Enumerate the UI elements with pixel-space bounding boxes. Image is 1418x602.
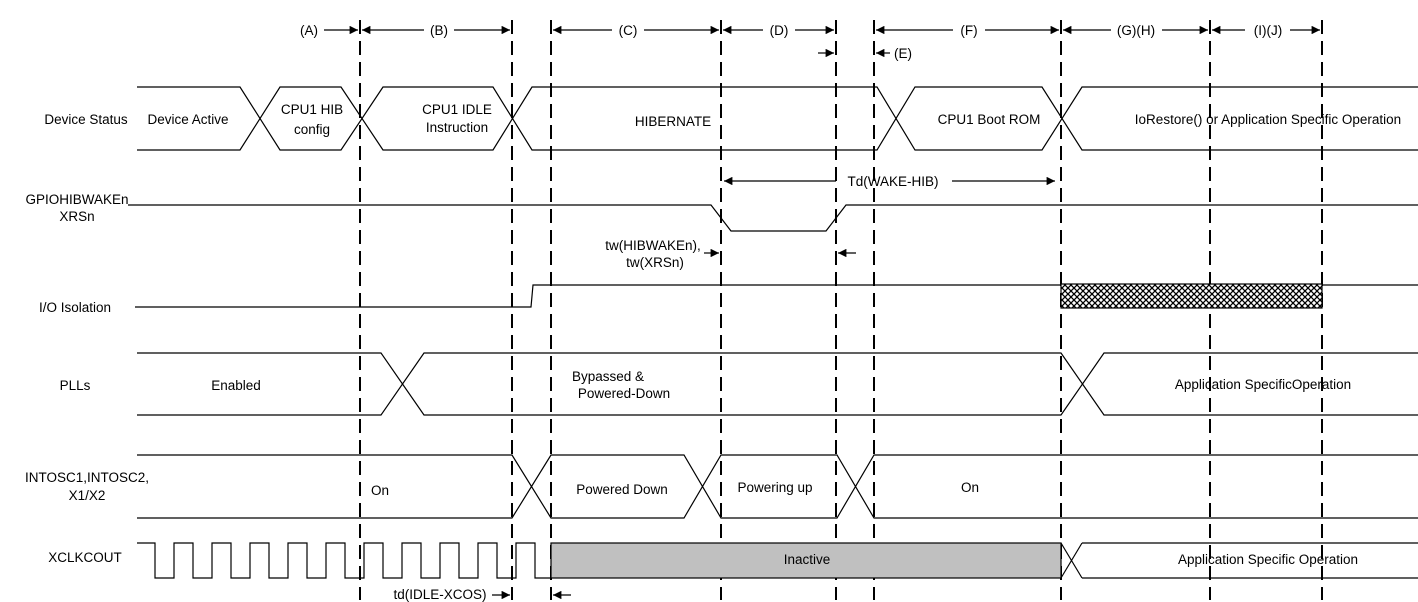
intosc-state: Powered Down — [576, 482, 668, 497]
plls-state: Bypassed & — [572, 369, 644, 384]
td-idle-xcos-label: td(IDLE-XCOS) — [393, 587, 486, 602]
xclkcout-inactive-region — [550, 542, 1062, 579]
io-isolation-label: I/O Isolation — [39, 300, 111, 315]
intosc-label-line1: INTOSC1,INTOSC2, — [25, 470, 149, 485]
intosc-waveform: On Powered Down Powering up On — [137, 454, 1418, 519]
intosc-state: On — [961, 480, 979, 495]
xclkcout-waveform: Inactive Application Specific Operation — [137, 542, 1418, 579]
tw-xrsn-label: tw(XRSn) — [626, 255, 684, 270]
gpio-label-line1: GPIOHIBWAKEn — [25, 192, 128, 207]
intosc-state: Powering up — [737, 480, 812, 495]
io-isolation-waveform — [135, 283, 1418, 309]
phase-markers: (A) (B) (C) (D) (E) (F) (G)(H) (I)(J) — [300, 23, 1320, 61]
device-status-state: CPU1 HIB — [281, 102, 343, 117]
td-wake-hib-label: Td(WAKE-HIB) — [848, 174, 939, 189]
device-status-state: CPU1 Boot ROM — [938, 112, 1041, 127]
intosc-label-line2: X1/X2 — [69, 488, 106, 503]
plls-state: Enabled — [211, 378, 261, 393]
td-wake-hib-annotation: Td(WAKE-HIB) — [724, 174, 1055, 189]
xclkcout-state: Application Specific Operation — [1178, 552, 1358, 567]
plls-state: Application SpecificOperation — [1175, 377, 1351, 392]
device-status-state: CPU1 IDLE — [422, 102, 492, 117]
phase-c-label: (C) — [619, 23, 638, 38]
device-status-waveform: Device Active CPU1 HIB config CPU1 IDLE … — [137, 86, 1418, 151]
plls-state: Powered-Down — [578, 386, 670, 401]
phase-e-label: (E) — [894, 46, 912, 61]
gpio-label-line2: XRSn — [59, 209, 94, 224]
xclkcout-state: Inactive — [784, 552, 831, 567]
device-status-state: Instruction — [426, 120, 488, 135]
xclkcout-label: XCLKCOUT — [48, 550, 122, 565]
phase-boundaries — [359, 20, 1323, 600]
tw-annotation: tw(HIBWAKEn), tw(XRSn) — [605, 238, 856, 270]
phase-f-label: (F) — [960, 23, 977, 38]
device-status-label: Device Status — [44, 112, 128, 127]
plls-label: PLLs — [60, 378, 91, 393]
intosc-state: On — [371, 483, 389, 498]
phase-a-label: (A) — [300, 23, 318, 38]
signal-labels: Device Status GPIOHIBWAKEn XRSn I/O Isol… — [25, 112, 149, 565]
io-isolation-hatched-region — [1060, 283, 1323, 309]
gpio-waveform — [128, 204, 1418, 232]
device-status-state: IoRestore() or Application Specific Oper… — [1135, 112, 1401, 127]
phase-ij-label: (I)(J) — [1254, 23, 1282, 38]
device-status-state: config — [294, 122, 330, 137]
td-idle-xcos-annotation: td(IDLE-XCOS) — [393, 587, 571, 602]
phase-d-label: (D) — [770, 23, 789, 38]
plls-waveform: Enabled Bypassed & Powered-Down Applicat… — [137, 352, 1418, 416]
phase-b-label: (B) — [430, 23, 448, 38]
phase-gh-label: (G)(H) — [1117, 23, 1155, 38]
device-status-state: HIBERNATE — [635, 114, 711, 129]
tw-hibwaken-label: tw(HIBWAKEn), — [605, 238, 701, 253]
device-status-state: Device Active — [147, 112, 228, 127]
